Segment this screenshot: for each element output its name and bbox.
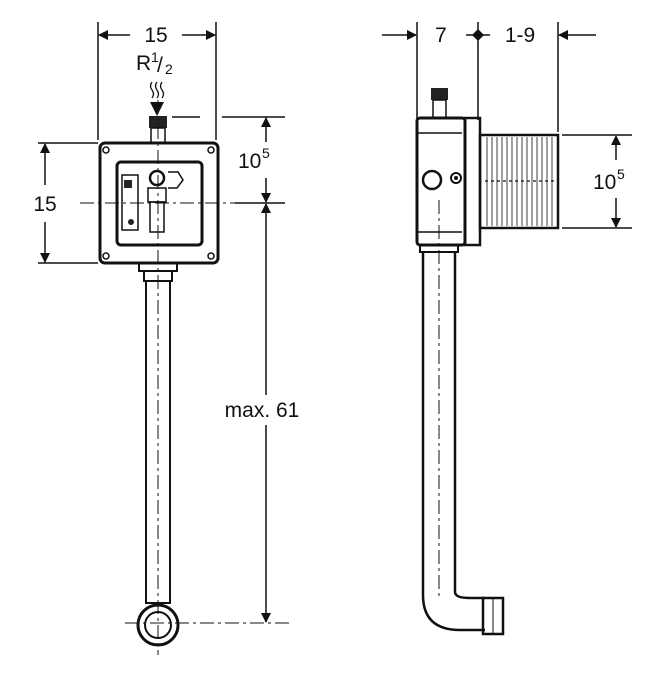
thread-slash: / xyxy=(157,54,163,77)
sleeve-dim-sup: 5 xyxy=(617,166,625,182)
front-view: 15 R 1 / 2 xyxy=(33,22,299,655)
inlet-fitting xyxy=(149,116,167,128)
side-view: 7 1-9 10 5 xyxy=(382,22,632,636)
thread-label-den: 2 xyxy=(165,61,173,77)
adjust-dim-label: 1-9 xyxy=(505,24,535,47)
sleeve-dimension: 10 5 xyxy=(562,134,632,229)
inlet-offset-dimension: 10 5 xyxy=(172,116,285,204)
corrugated-sleeve xyxy=(478,133,560,230)
width-dim-label: 15 xyxy=(144,24,167,47)
water-inlet-icon xyxy=(149,81,165,116)
sleeve-dim-label: 10 xyxy=(593,171,616,194)
thread-label: R 1 / 2 xyxy=(136,49,173,77)
height-dimension: 15 xyxy=(33,142,98,264)
flush-pipe-side xyxy=(421,252,485,632)
height-dim-label: 15 xyxy=(33,193,56,216)
inlet-offset-sup: 5 xyxy=(262,145,270,161)
width-dimension: 15 xyxy=(97,22,217,140)
thread-label-main: R xyxy=(136,52,151,75)
pipe-length-dimension: max. 61 xyxy=(225,203,300,623)
inlet-offset-label: 10 xyxy=(238,150,261,173)
pipe-length-label: max. 61 xyxy=(225,399,300,422)
depth-dimensions: 7 1-9 xyxy=(382,22,596,132)
thread-label-num: 1 xyxy=(151,49,159,65)
depth-dim-label: 7 xyxy=(435,24,447,47)
